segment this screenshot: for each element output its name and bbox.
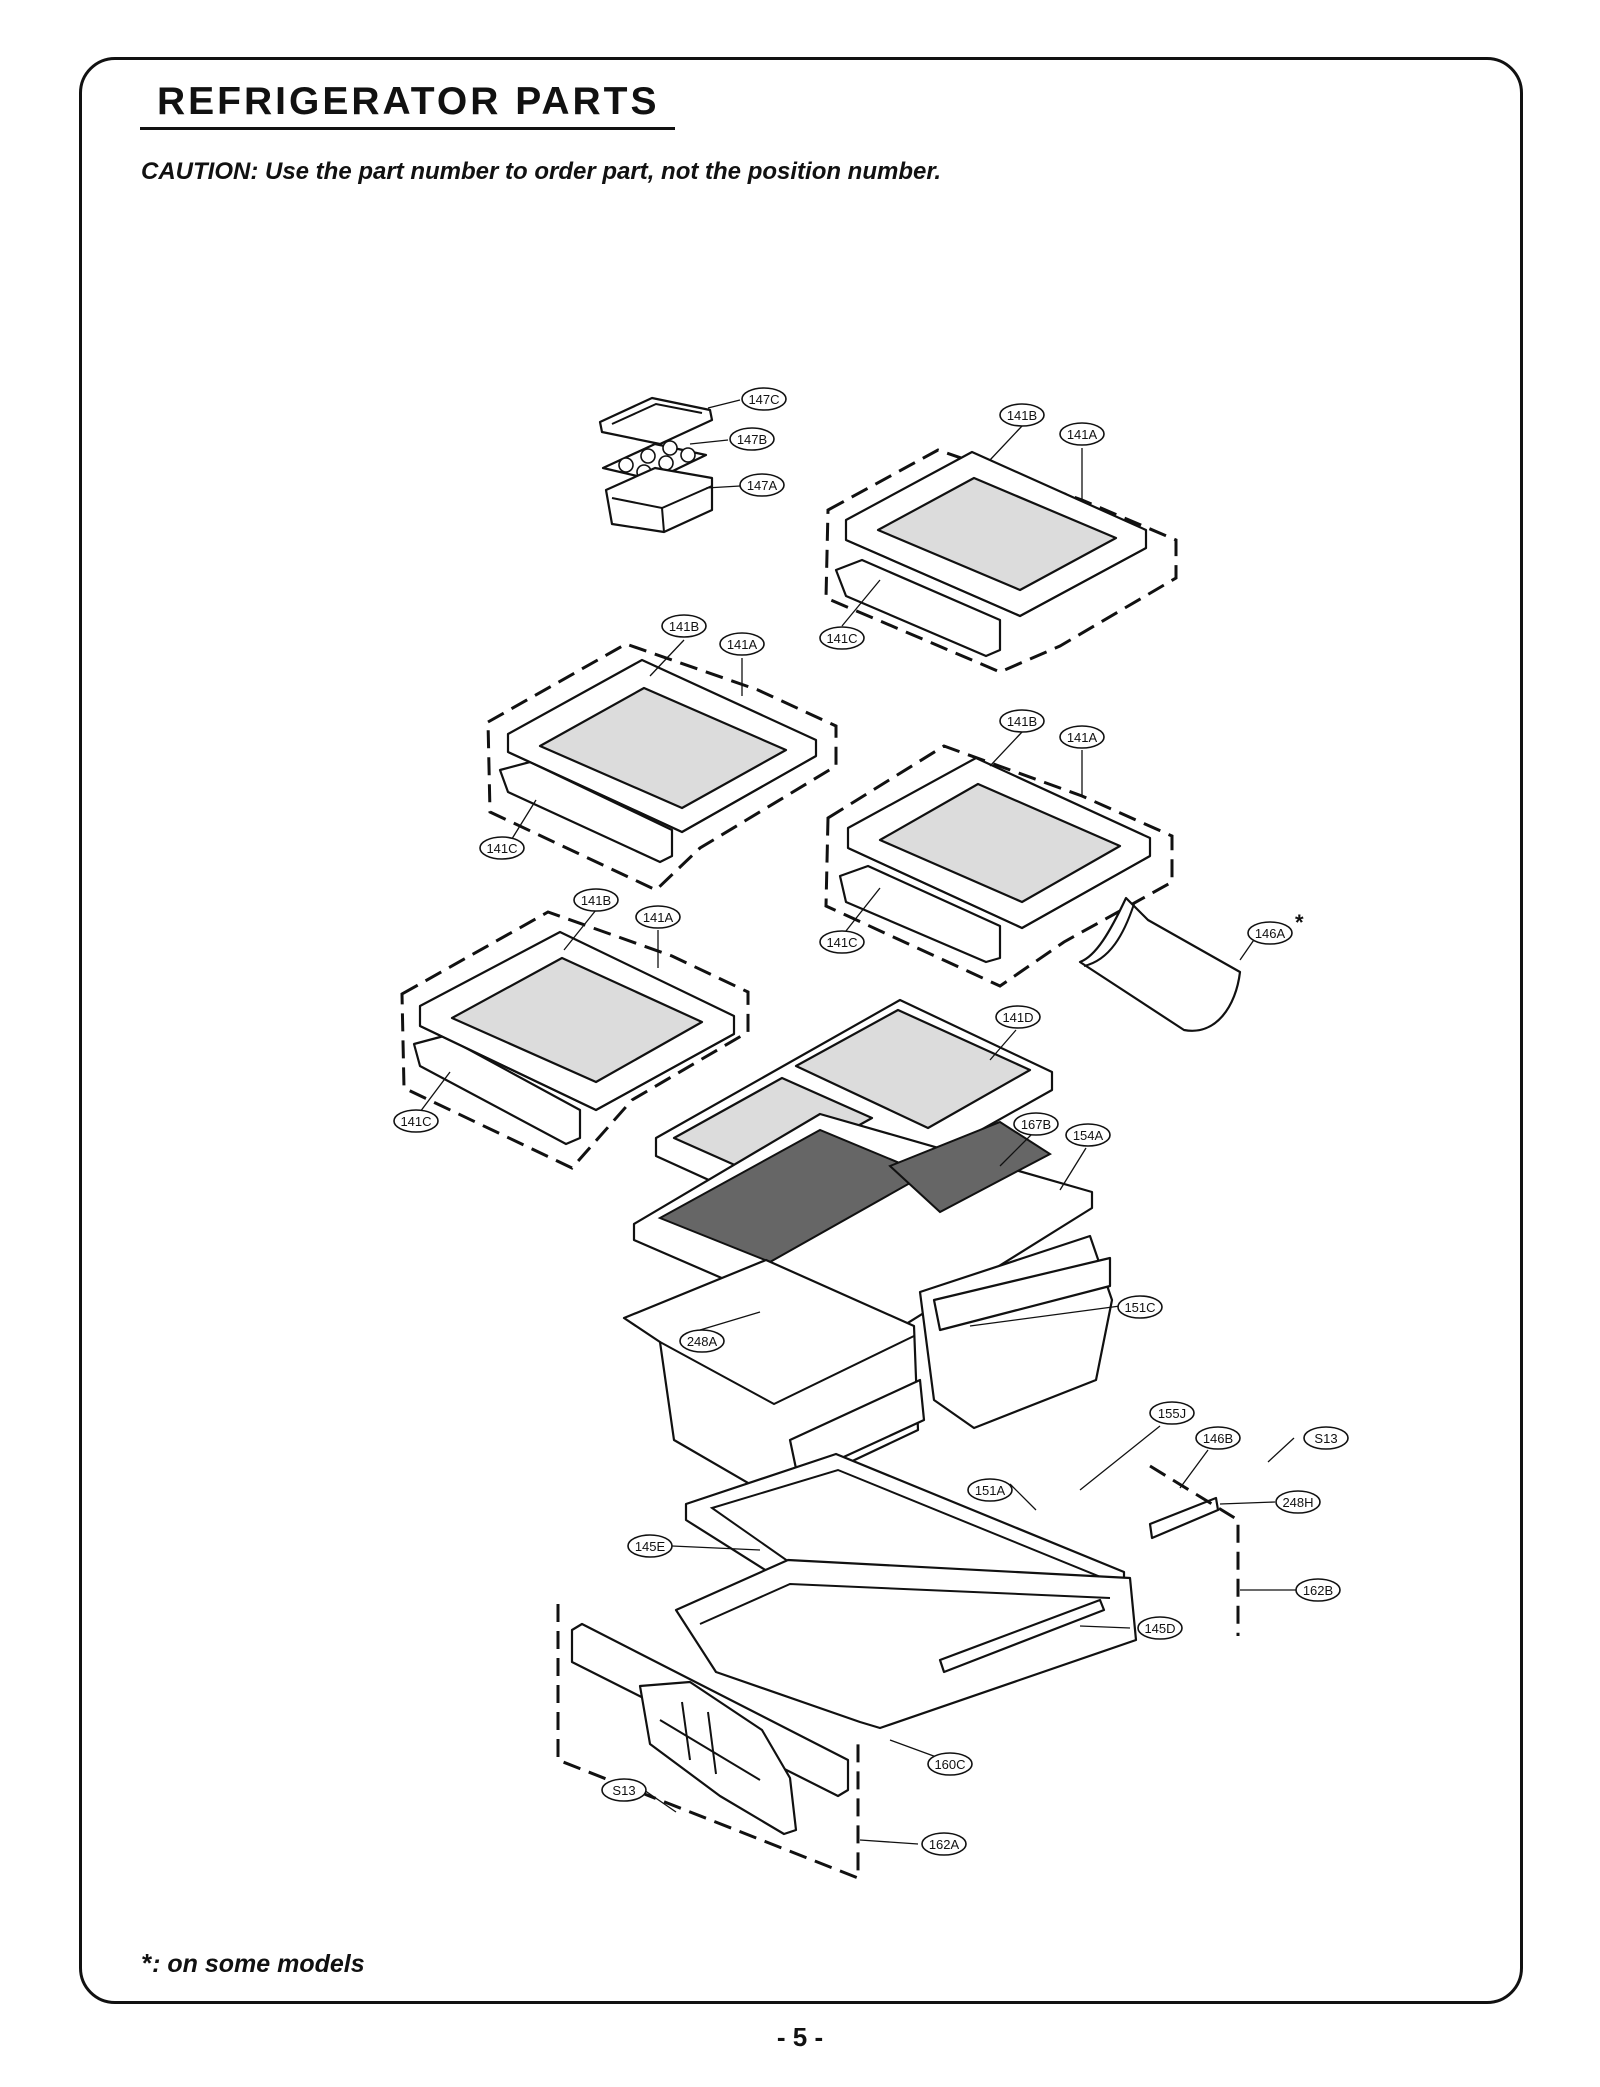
page-number: - 5 - (776, 2022, 824, 2052)
callout-141a-1: 141A (1059, 422, 1105, 446)
callout-151a: 151A (967, 1478, 1013, 1502)
callout-s13-bottom: S13 (601, 1778, 647, 1802)
callout-141b-4: 141B (573, 888, 619, 912)
callout-162b: 162B (1295, 1578, 1341, 1602)
crisper-drawers (622, 1234, 1114, 1500)
callout-167b: 167B (1013, 1112, 1059, 1136)
svg-text:141A: 141A (643, 910, 674, 925)
footnote: *: on some models (142, 1948, 365, 1979)
shelf-assembly-4 (400, 910, 750, 1170)
callout-145e: 145E (627, 1534, 673, 1558)
callout-147c: 147C (741, 387, 787, 411)
egg-tray-assembly (598, 396, 714, 534)
svg-text:162A: 162A (929, 1837, 960, 1852)
callout-146a: 146A * (1247, 910, 1304, 945)
svg-text:141B: 141B (1007, 408, 1037, 423)
svg-text:151C: 151C (1124, 1300, 1155, 1315)
svg-text:141B: 141B (1007, 714, 1037, 729)
svg-text:155J: 155J (1158, 1406, 1186, 1421)
svg-text:141D: 141D (1002, 1010, 1033, 1025)
callout-141c-1: 141C (819, 626, 865, 650)
svg-text:141C: 141C (826, 935, 857, 950)
callout-141b-3: 141B (999, 709, 1045, 733)
svg-text:147B: 147B (737, 432, 767, 447)
svg-text:146B: 146B (1203, 1431, 1233, 1446)
callout-s13-top: S13 (1303, 1426, 1349, 1450)
callout-162a: 162A (921, 1832, 967, 1856)
callout-248a: 248A (679, 1329, 725, 1353)
callout-146b: 146B (1195, 1426, 1241, 1450)
caution-note: CAUTION: Use the part number to order pa… (141, 158, 942, 185)
svg-text:145D: 145D (1144, 1621, 1175, 1636)
callout-141c-2: 141C (479, 836, 525, 860)
callout-147a: 147A (739, 473, 785, 497)
svg-text:162B: 162B (1303, 1583, 1333, 1598)
callout-141a-4: 141A (635, 905, 681, 929)
callout-145d: 145D (1137, 1616, 1183, 1640)
svg-text:141A: 141A (1067, 427, 1098, 442)
shelf-assembly-3 (824, 744, 1242, 1032)
svg-text:146A: 146A (1255, 926, 1286, 941)
callout-141a-2: 141A (719, 632, 765, 656)
svg-text:147A: 147A (747, 478, 778, 493)
svg-text:141B: 141B (581, 893, 611, 908)
svg-text:145E: 145E (635, 1539, 666, 1554)
svg-text:141C: 141C (400, 1114, 431, 1129)
svg-text:141A: 141A (727, 637, 758, 652)
svg-text:160C: 160C (934, 1757, 965, 1772)
svg-text:154A: 154A (1073, 1128, 1104, 1143)
leader-lines (419, 399, 1296, 1845)
svg-text:248A: 248A (687, 1334, 718, 1349)
shelf-assembly-2 (486, 642, 838, 892)
callout-141c-3: 141C (819, 930, 865, 954)
svg-text:147C: 147C (748, 392, 779, 407)
svg-text:S13: S13 (1314, 1431, 1337, 1446)
bottom-panel-assembly (556, 1604, 860, 1881)
page-border (79, 57, 1523, 2004)
callout-141a-3: 141A (1059, 725, 1105, 749)
footnote-text: : on some models (152, 1950, 365, 1978)
callout-141c-4: 141C (393, 1109, 439, 1133)
svg-text:141C: 141C (826, 631, 857, 646)
page-title: REFRIGERATOR PARTS (140, 81, 675, 130)
svg-text:141C: 141C (486, 841, 517, 856)
asterisk-mark: * (142, 1948, 153, 1978)
part-callouts: 147C 147B 147A 141B 141A 141C 141B 141A … (393, 387, 1349, 1856)
callout-141b-2: 141B (661, 614, 707, 638)
callout-160c: 160C (927, 1752, 973, 1776)
callout-154a: 154A (1065, 1123, 1111, 1147)
callout-141b-1: 141B (999, 403, 1045, 427)
callout-155j: 155J (1149, 1401, 1195, 1425)
callout-141d: 141D (995, 1005, 1041, 1029)
shelf-assembly-1 (824, 448, 1178, 674)
svg-text:151A: 151A (975, 1483, 1006, 1498)
callout-147b: 147B (729, 427, 775, 451)
callout-248h: 248H (1275, 1490, 1321, 1514)
meat-pan-assembly (674, 1558, 1138, 1730)
svg-text:167B: 167B (1021, 1117, 1051, 1132)
svg-text:141A: 141A (1067, 730, 1098, 745)
svg-text:248H: 248H (1282, 1495, 1313, 1510)
svg-text:S13: S13 (612, 1783, 635, 1798)
svg-text:*: * (1295, 910, 1304, 935)
callout-151c: 151C (1117, 1295, 1163, 1319)
svg-text:141B: 141B (669, 619, 699, 634)
